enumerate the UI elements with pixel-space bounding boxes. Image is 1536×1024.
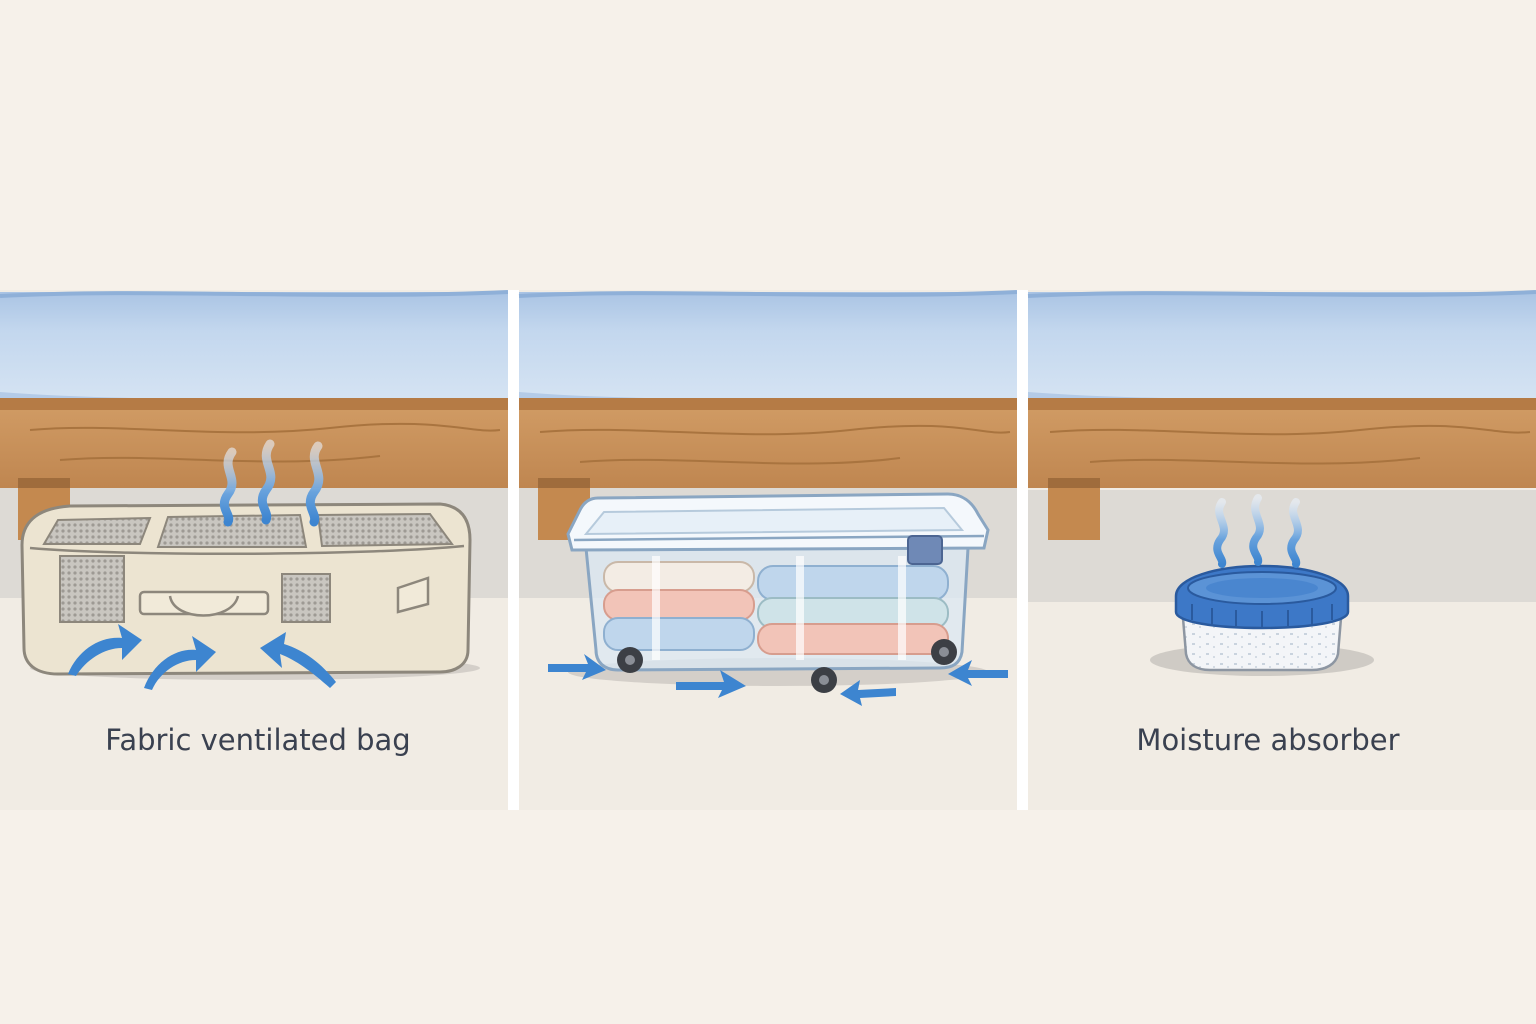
caption-fabric-bag: Fabric ventilated bag bbox=[105, 723, 410, 757]
fabric-storage-bag-icon bbox=[20, 502, 480, 680]
steam-vapor-icon bbox=[219, 439, 324, 527]
panel-divider bbox=[508, 290, 519, 810]
panel-moisture-absorber: Moisture absorber bbox=[1027, 290, 1536, 810]
clear-rolling-bin-icon bbox=[566, 492, 990, 693]
bed-frame bbox=[518, 290, 1018, 540]
steam-vapor-icon bbox=[1213, 494, 1302, 568]
bed-frame bbox=[1027, 290, 1536, 540]
panel-plastic-bin bbox=[518, 290, 1018, 810]
moisture-absorber-tub-icon bbox=[1150, 564, 1374, 676]
airflow-arrow-icon bbox=[548, 654, 1008, 706]
panel-fabric-bag: Fabric ventilated bag bbox=[0, 290, 509, 810]
panel-divider bbox=[1017, 290, 1028, 810]
caption-moisture-absorber: Moisture absorber bbox=[1136, 723, 1399, 757]
airflow-arrow-icon bbox=[68, 624, 336, 690]
